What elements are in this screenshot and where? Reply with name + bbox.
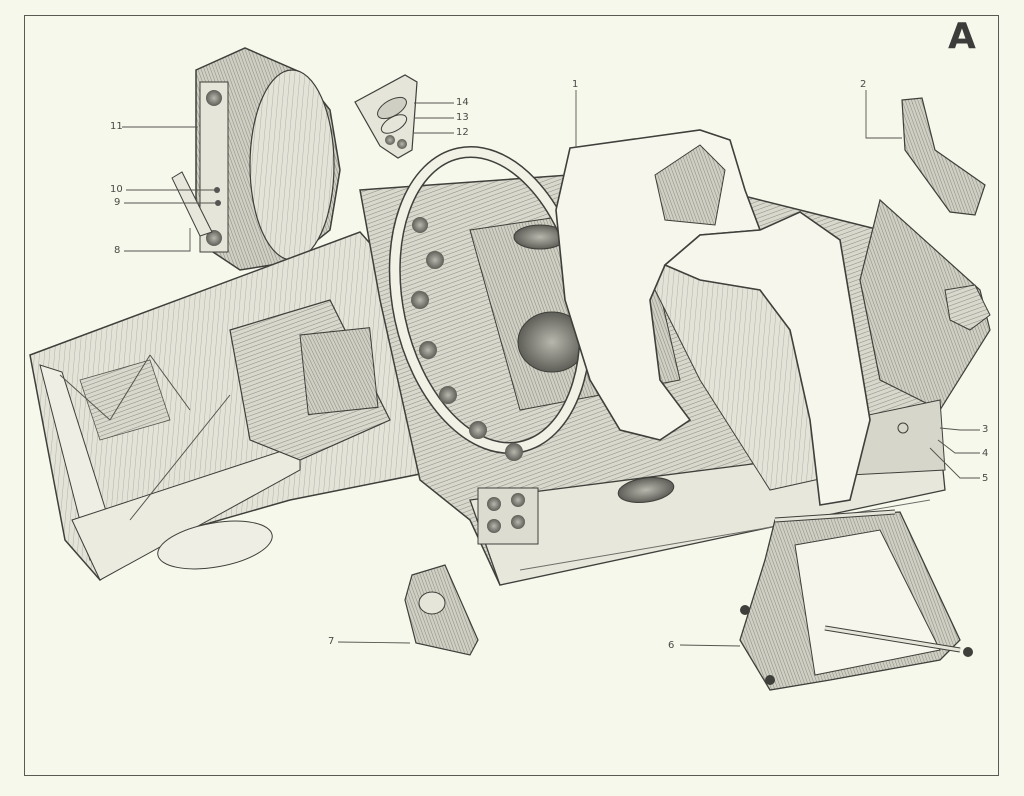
part-6-subframe	[739, 509, 973, 691]
callout-1: 1	[572, 79, 579, 90]
part-11-tank	[195, 47, 341, 271]
callout-5: 5	[982, 473, 989, 484]
callout-6: 6	[668, 640, 675, 651]
plate-letter: A	[948, 16, 976, 57]
main-monocoque	[29, 129, 991, 586]
part-7-gusset	[404, 564, 479, 656]
callout-12: 12	[456, 127, 469, 138]
callout-10: 10	[110, 184, 123, 195]
callout-2: 2	[860, 79, 867, 90]
callout-8: 8	[114, 245, 121, 256]
part-12-14-plate	[354, 74, 418, 159]
callout-11: 11	[110, 121, 123, 132]
callout-9: 9	[114, 197, 121, 208]
callout-13: 13	[456, 112, 469, 123]
callout-3: 3	[982, 424, 989, 435]
part-2-bracket	[901, 97, 991, 331]
callout-7: 7	[328, 636, 335, 647]
callout-4: 4	[982, 448, 989, 459]
leader-lines	[122, 90, 980, 647]
plate-frame	[24, 15, 999, 776]
callout-14: 14	[456, 97, 469, 108]
